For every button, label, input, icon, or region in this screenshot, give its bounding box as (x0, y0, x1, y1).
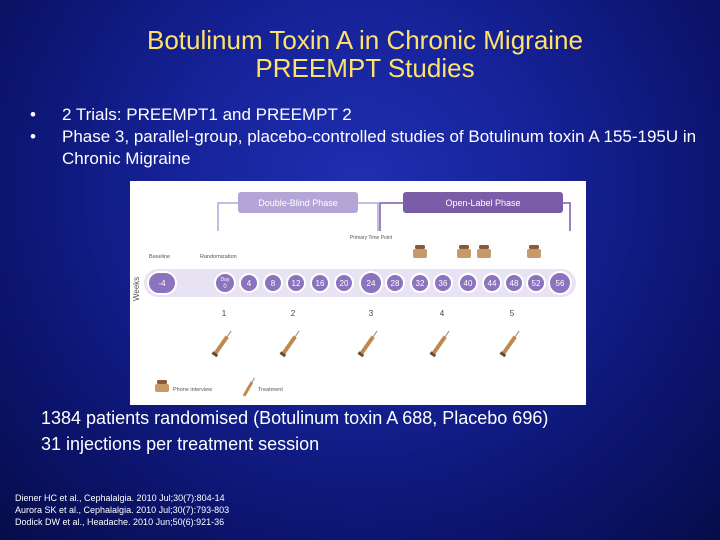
double-blind-phase-label: Double-Blind Phase (258, 198, 338, 208)
week-label: 40 (464, 279, 473, 288)
title-line-1: Botulinum Toxin A in Chronic Migraine (147, 25, 583, 55)
week-marker: 48 (504, 273, 524, 293)
reference-item: Aurora SK et al., Cephalalgia. 2010 Jul;… (15, 505, 230, 515)
week-marker: 32 (410, 273, 430, 293)
week-label: 32 (416, 279, 425, 288)
syringe-icon (499, 330, 520, 358)
week-label: -4 (158, 279, 166, 288)
study-design-figure: Double-Blind Phase Open-Label Phase Base… (130, 181, 586, 405)
phone-icon (527, 245, 541, 258)
week-label: 36 (439, 279, 448, 288)
week-label: 4 (247, 279, 252, 288)
bullet-dot-icon: • (30, 105, 36, 124)
week-label: 24 (367, 279, 376, 288)
week-label: 16 (316, 279, 325, 288)
baseline-label: Baseline (149, 254, 170, 260)
week-label: 56 (556, 279, 565, 288)
phone-icon (413, 245, 427, 258)
week-marker: 4 (239, 273, 259, 293)
randomization-label: Randomization (200, 254, 237, 260)
title-line-2: PREEMPT Studies (255, 53, 475, 83)
week-marker: 24 (359, 271, 383, 295)
phone-icon (477, 245, 491, 258)
study-timeline-diagram: Double-Blind Phase Open-Label Phase Base… (132, 192, 576, 397)
day-label: Day (221, 277, 230, 283)
syringe-icon (357, 330, 378, 358)
syringe-icon (429, 330, 450, 358)
open-label-bracket-right (563, 202, 571, 231)
week-label: 12 (292, 279, 301, 288)
day-value: 0 (223, 284, 227, 290)
week-label: 52 (532, 279, 541, 288)
bullet-dot-icon: • (30, 127, 36, 146)
week-label: 44 (488, 279, 497, 288)
week-marker-baseline: -4 (147, 271, 177, 295)
week-marker: 40 (458, 273, 478, 293)
bullet-item: • Phase 3, parallel-group, placebo-contr… (28, 126, 698, 170)
summary-line-2: 31 injections per treatment session (41, 434, 320, 454)
treatment-number: 2 (291, 309, 296, 318)
bullet-text: Phase 3, parallel-group, placebo-control… (62, 127, 697, 168)
open-label-phase-box (403, 192, 563, 213)
treatment-number: 3 (369, 309, 374, 318)
week-marker: 16 (310, 273, 330, 293)
open-label-bracket-left (379, 202, 403, 231)
reference-item: Diener HC et al., Cephalalgia. 2010 Jul;… (15, 493, 225, 503)
slide-title: Botulinum Toxin A in Chronic Migraine PR… (0, 26, 720, 82)
syringe-icon (279, 330, 300, 358)
week-marker: 44 (482, 273, 502, 293)
week-marker: 36 (433, 273, 453, 293)
week-marker: 56 (548, 271, 572, 295)
summary-line-1: 1384 patients randomised (Botulinum toxi… (41, 408, 549, 428)
double-blind-bracket-right (358, 202, 379, 231)
week-marker: 20 (334, 273, 354, 293)
open-label-phase-label: Open-Label Phase (445, 198, 520, 208)
bullet-text: 2 Trials: PREEMPT1 and PREEMPT 2 (62, 105, 352, 124)
week-marker: 12 (286, 273, 306, 293)
week-marker: 28 (385, 273, 405, 293)
treatment-number: 1 (222, 309, 227, 318)
legend-phone-label: Phone interview (173, 387, 212, 393)
week-label: 28 (391, 279, 400, 288)
legend-treatment-label: Treatment (258, 387, 283, 393)
treatment-number: 4 (440, 309, 445, 318)
weeks-axis-label: Weeks (132, 277, 141, 301)
reference-item: Dodick DW et al., Headache. 2010 Jun;50(… (15, 517, 225, 527)
bullet-item: • 2 Trials: PREEMPT1 and PREEMPT 2 (28, 104, 698, 126)
week-label: 48 (510, 279, 519, 288)
references: Diener HC et al., Cephalalgia. 2010 Jul;… (15, 492, 229, 528)
week-marker: 52 (526, 273, 546, 293)
syringe-icon (211, 330, 232, 358)
bullet-list: • 2 Trials: PREEMPT1 and PREEMPT 2 • Pha… (28, 104, 698, 170)
treatment-number: 5 (510, 309, 515, 318)
phone-icon (457, 245, 471, 258)
week-marker: 8 (263, 273, 283, 293)
week-label: 8 (271, 279, 276, 288)
phone-icon (155, 380, 169, 392)
week-label: 20 (340, 279, 349, 288)
double-blind-phase-box (238, 192, 358, 213)
double-blind-bracket-left (217, 202, 238, 231)
treatment-legend-syringe-icon (242, 377, 255, 397)
primary-time-point-label: Primary Time Point (350, 235, 393, 241)
